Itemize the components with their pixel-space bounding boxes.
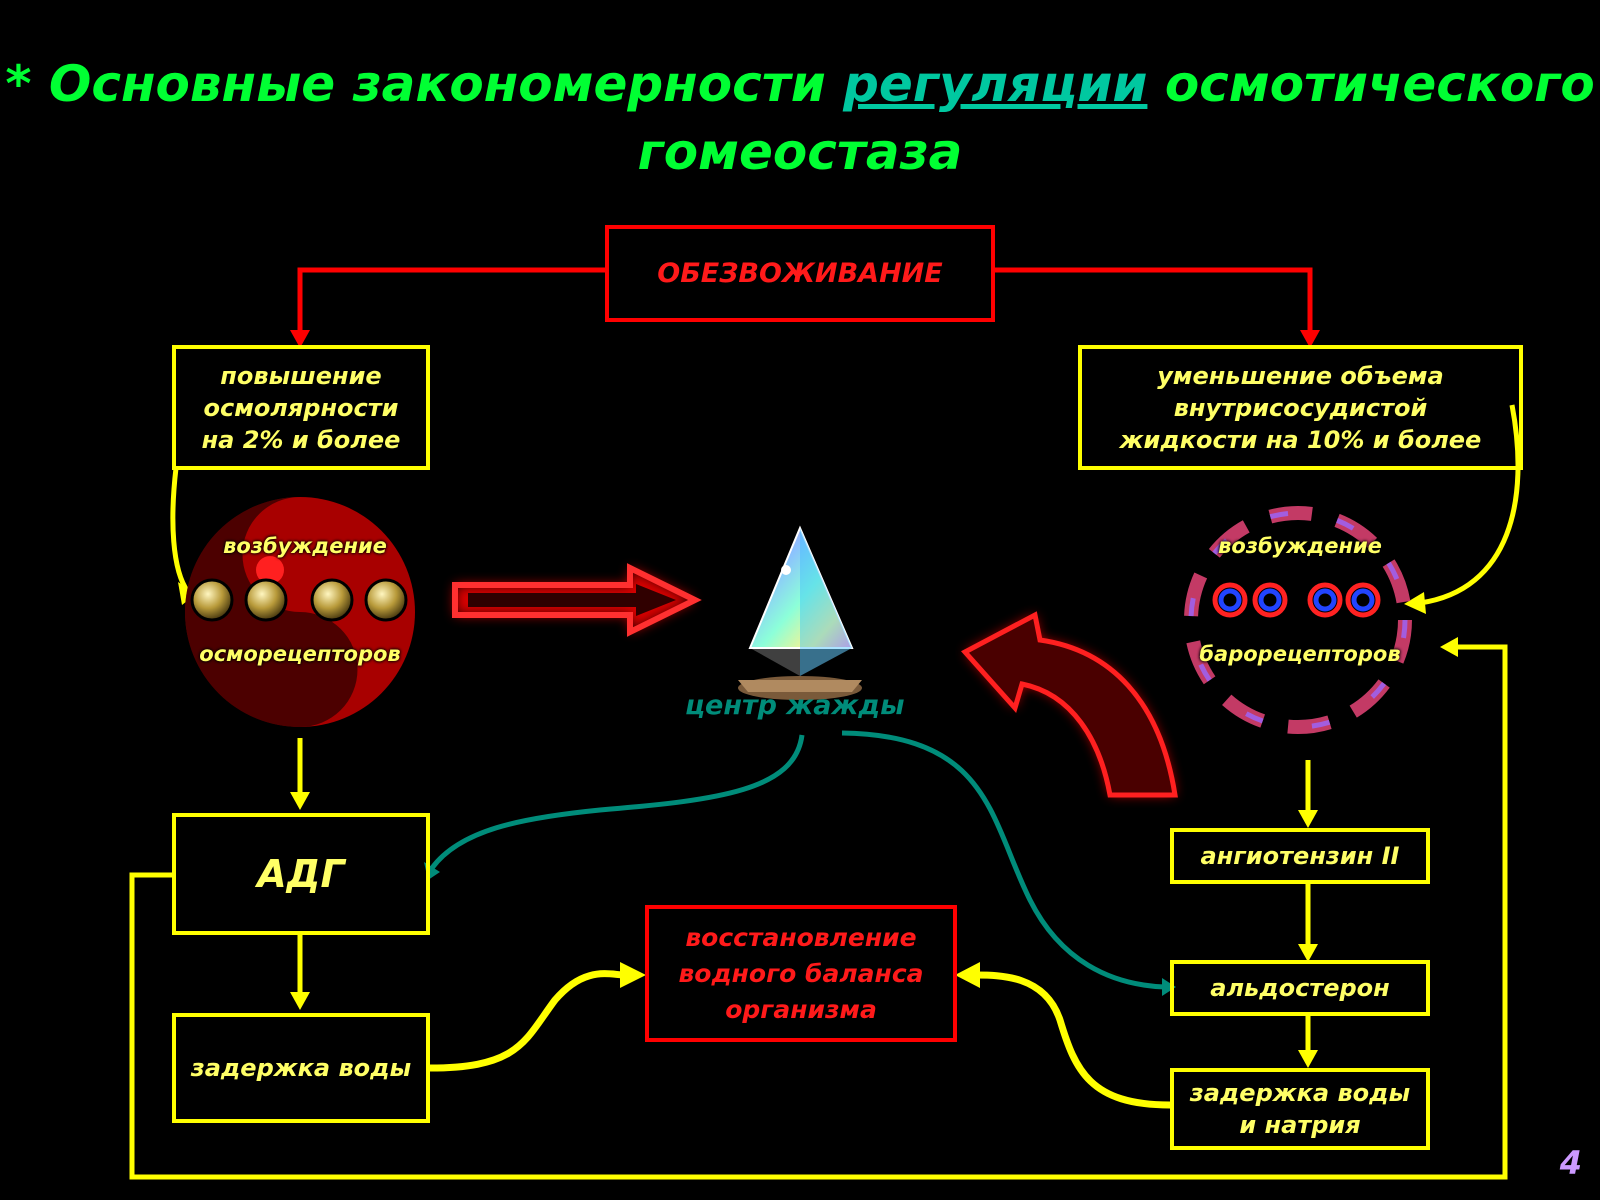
restore-line-1: восстановление: [685, 922, 917, 952]
volume-decrease-box: уменьшение объема внутрисосудистой жидко…: [1078, 345, 1523, 470]
slide-title: * Основные закономерности регуляции осмо…: [0, 50, 1600, 186]
water-sodium-arrowhead: [1298, 1050, 1318, 1068]
restore-line-3: организма: [725, 994, 877, 1024]
retention-to-restore-line: [429, 970, 626, 1072]
title-text-start: * Основные закономерности: [5, 55, 844, 113]
red-split-arrows: [297, 267, 1313, 335]
volume-line-2: внутрисосудистой: [1173, 393, 1428, 422]
baro-excitation-label: возбуждение: [1218, 534, 1382, 558]
sodium-retention-to-restore-line: [974, 971, 1171, 1109]
water-retention-box: задержка воды: [172, 1013, 430, 1123]
aldosterone-label: альдостерон: [1210, 974, 1390, 1002]
osmoreceptor-disk: [185, 497, 415, 727]
volume-to-baroreceptors-line: [1419, 404, 1521, 606]
water-sodium-line-1: задержка воды: [1189, 1079, 1411, 1107]
teal-arrowhead-aldo: [1162, 978, 1176, 996]
osmoreceptors-label: осморецепторов: [199, 642, 401, 666]
adh-label: АДГ: [257, 852, 345, 896]
red-arrowhead-left: [290, 330, 310, 348]
thirst-to-aldosterone-line: [841, 730, 1166, 990]
angiotensin-box: ангиотензин II: [1170, 828, 1430, 884]
retention-arrowhead: [290, 992, 310, 1010]
dehydration-label: ОБЕЗВОЖИВАНИЕ: [657, 258, 943, 289]
restore-arrowhead-right: [955, 962, 980, 988]
water-sodium-line-2: и натрия: [1239, 1111, 1361, 1139]
water-retention-label: задержка воды: [190, 1054, 412, 1082]
water-sodium-retention-box: задержка воды и натрия: [1170, 1068, 1430, 1150]
title-text-end: осмотического гомеостаза: [637, 55, 1595, 181]
restore-line-2: водного баланса: [678, 958, 924, 988]
osmo-excitation-label: возбуждение: [223, 534, 387, 558]
restore-balance-box: восстановление водного баланса организма: [645, 905, 957, 1042]
feedback-loop-line: [129, 644, 1508, 1180]
osmolarity-increase-box: повышение осмолярности на 2% и более: [172, 345, 430, 470]
title-link-regulation[interactable]: регуляции: [843, 55, 1148, 113]
adh-box: АДГ: [172, 813, 430, 935]
angiotensin-label: ангиотензин II: [1200, 842, 1400, 870]
aldosterone-box: альдостерон: [1170, 960, 1430, 1016]
page-number: 4: [1559, 1144, 1582, 1182]
baro-to-thirst-arrow: [961, 611, 1178, 798]
osmolarity-to-osmoreceptors-line: [170, 467, 191, 594]
adh-arrowhead: [290, 792, 310, 810]
thirst-center-label: центр жажды: [685, 690, 905, 721]
thirst-center-prism: [738, 525, 862, 700]
dehydration-box: ОБЕЗВОЖИВАНИЕ: [605, 225, 995, 322]
aldosterone-arrowhead: [1298, 944, 1318, 962]
angiotensin-arrowhead: [1298, 810, 1318, 828]
baroreceptor-ring: [1184, 506, 1412, 734]
volume-line-1: уменьшение объема: [1157, 361, 1444, 390]
restore-arrowhead-left: [620, 962, 646, 988]
osmolarity-line-1: повышение: [220, 361, 382, 390]
osmolarity-line-3: на 2% и более: [201, 425, 401, 454]
osmolarity-line-2: осмолярности: [203, 393, 399, 422]
red-arrowhead-right: [1300, 330, 1320, 348]
thirst-to-adh-line: [429, 734, 805, 870]
baroreceptors-label: барорецепторов: [1199, 642, 1401, 666]
baro-arrowhead: [1404, 592, 1426, 614]
volume-line-3: жидкости на 10% и более: [1119, 425, 1482, 454]
osmo-to-thirst-arrow: [452, 563, 702, 637]
feedback-arrowhead: [1440, 637, 1458, 657]
